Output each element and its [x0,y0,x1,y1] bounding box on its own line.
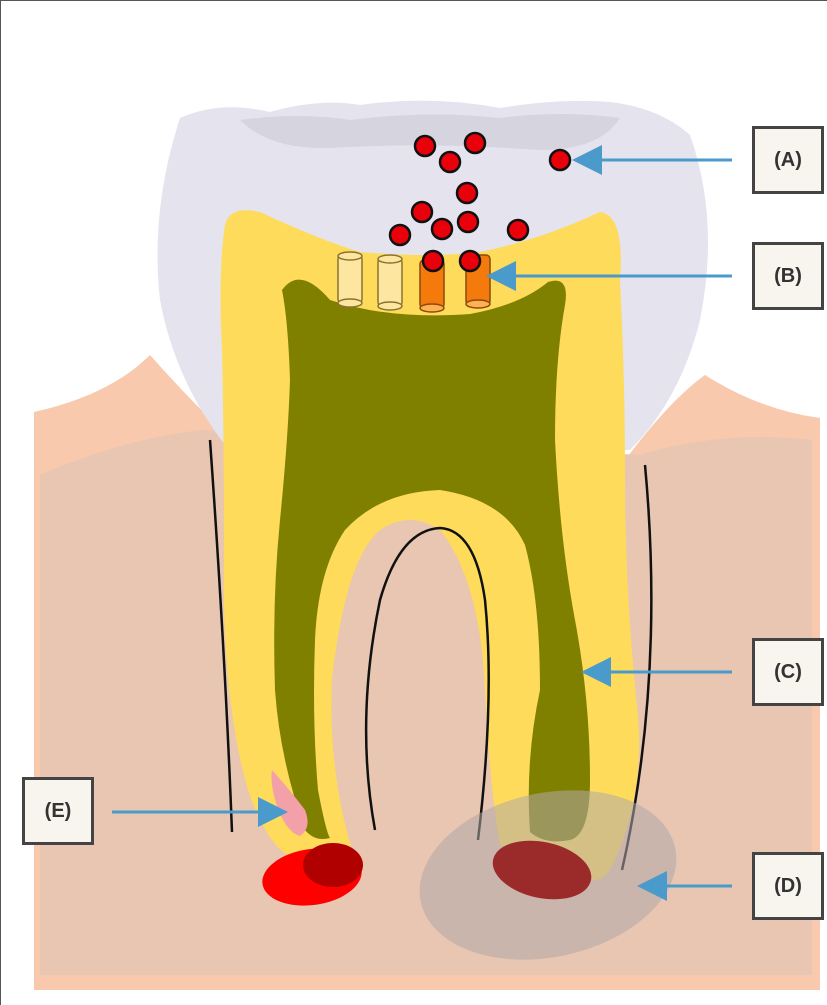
label-a: (A) [752,126,824,194]
label-e: (E) [22,777,94,845]
label-b: (B) [752,242,824,310]
label-d: (D) [752,852,824,920]
abscess-left-inner [303,843,363,887]
label-c: (C) [752,638,824,706]
